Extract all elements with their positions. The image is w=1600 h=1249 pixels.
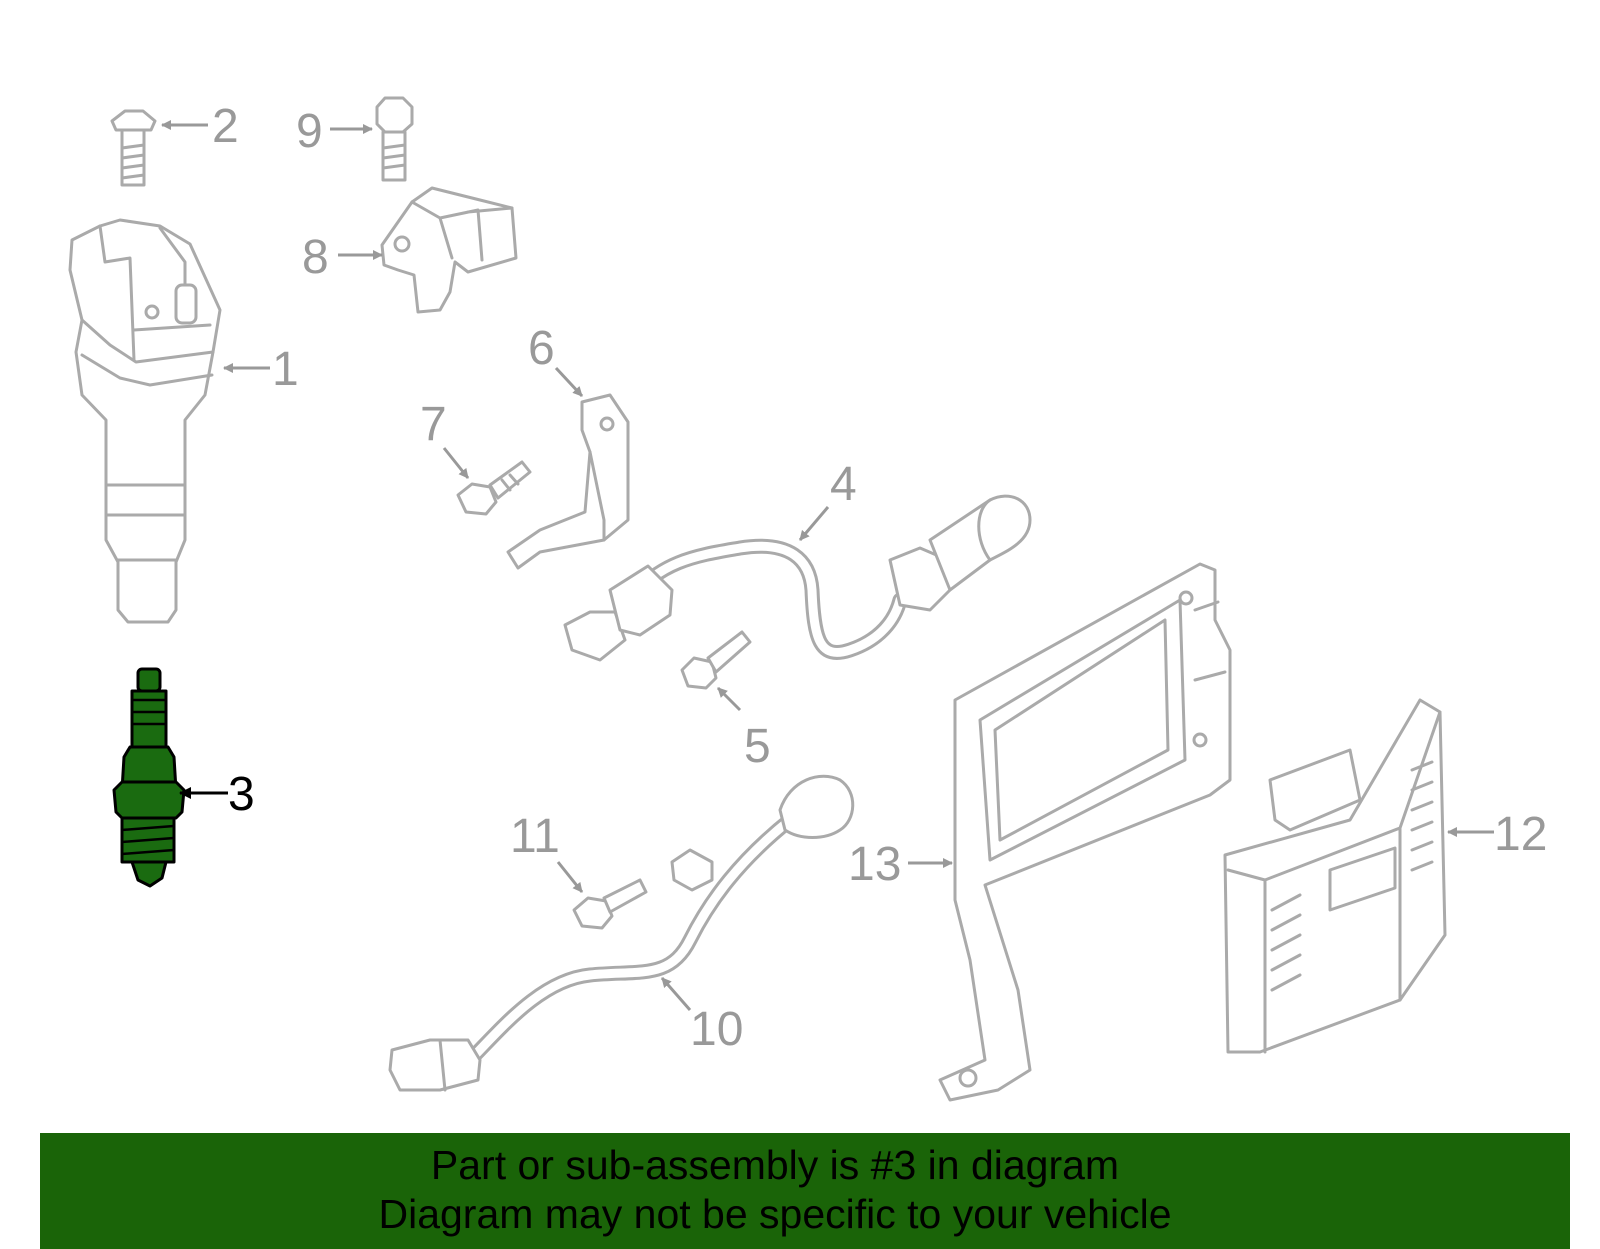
svg-text:2: 2 bbox=[212, 100, 239, 153]
callout-13: 13 bbox=[848, 838, 953, 891]
part-2-bolt[interactable] bbox=[110, 109, 157, 187]
part-1-ignition-coil[interactable] bbox=[68, 218, 222, 624]
callout-6: 6 bbox=[528, 322, 584, 398]
svg-text:9: 9 bbox=[296, 105, 323, 158]
svg-text:6: 6 bbox=[528, 322, 555, 375]
part-9-bolt[interactable] bbox=[375, 96, 414, 182]
callout-10: 10 bbox=[660, 977, 743, 1056]
callout-3: 3 bbox=[179, 768, 255, 821]
svg-text:5: 5 bbox=[744, 720, 771, 773]
callout-11: 11 bbox=[510, 810, 584, 893]
part-7-bolt[interactable] bbox=[456, 460, 532, 516]
part-8-sensor[interactable] bbox=[380, 186, 518, 314]
part-10-knock-sensor[interactable] bbox=[388, 774, 855, 1092]
svg-text:12: 12 bbox=[1494, 808, 1547, 861]
callout-8: 8 bbox=[302, 231, 383, 284]
part-3-spark-plug[interactable] bbox=[112, 667, 186, 888]
part-11-bolt[interactable] bbox=[572, 878, 648, 930]
svg-text:7: 7 bbox=[420, 398, 447, 451]
callout-12: 12 bbox=[1447, 808, 1547, 861]
part-5-bolt[interactable] bbox=[680, 630, 752, 690]
footer-line-2: Diagram may not be specific to your vehi… bbox=[378, 1191, 1172, 1237]
part-12-ecu[interactable] bbox=[1223, 698, 1447, 1054]
svg-text:13: 13 bbox=[848, 838, 901, 891]
callout-2: 2 bbox=[161, 100, 239, 153]
svg-text:4: 4 bbox=[830, 458, 857, 511]
callout-1: 1 bbox=[223, 343, 299, 396]
callout-5: 5 bbox=[716, 686, 771, 773]
svg-text:1: 1 bbox=[272, 343, 299, 396]
svg-text:3: 3 bbox=[228, 768, 255, 821]
callout-7: 7 bbox=[420, 398, 470, 479]
callout-9: 9 bbox=[296, 105, 373, 158]
footer-banner: Part or sub-assembly is #3 in diagram Di… bbox=[40, 1133, 1570, 1249]
svg-text:10: 10 bbox=[690, 1003, 743, 1056]
callout-4: 4 bbox=[798, 458, 857, 541]
part-6-bracket[interactable] bbox=[506, 393, 630, 570]
svg-text:11: 11 bbox=[510, 810, 560, 863]
part-4-sensor-harness[interactable] bbox=[563, 494, 1032, 662]
footer-line-1: Part or sub-assembly is #3 in diagram bbox=[430, 1142, 1120, 1188]
svg-text:8: 8 bbox=[302, 231, 329, 284]
part-13-ecu-bracket[interactable] bbox=[938, 562, 1232, 1102]
